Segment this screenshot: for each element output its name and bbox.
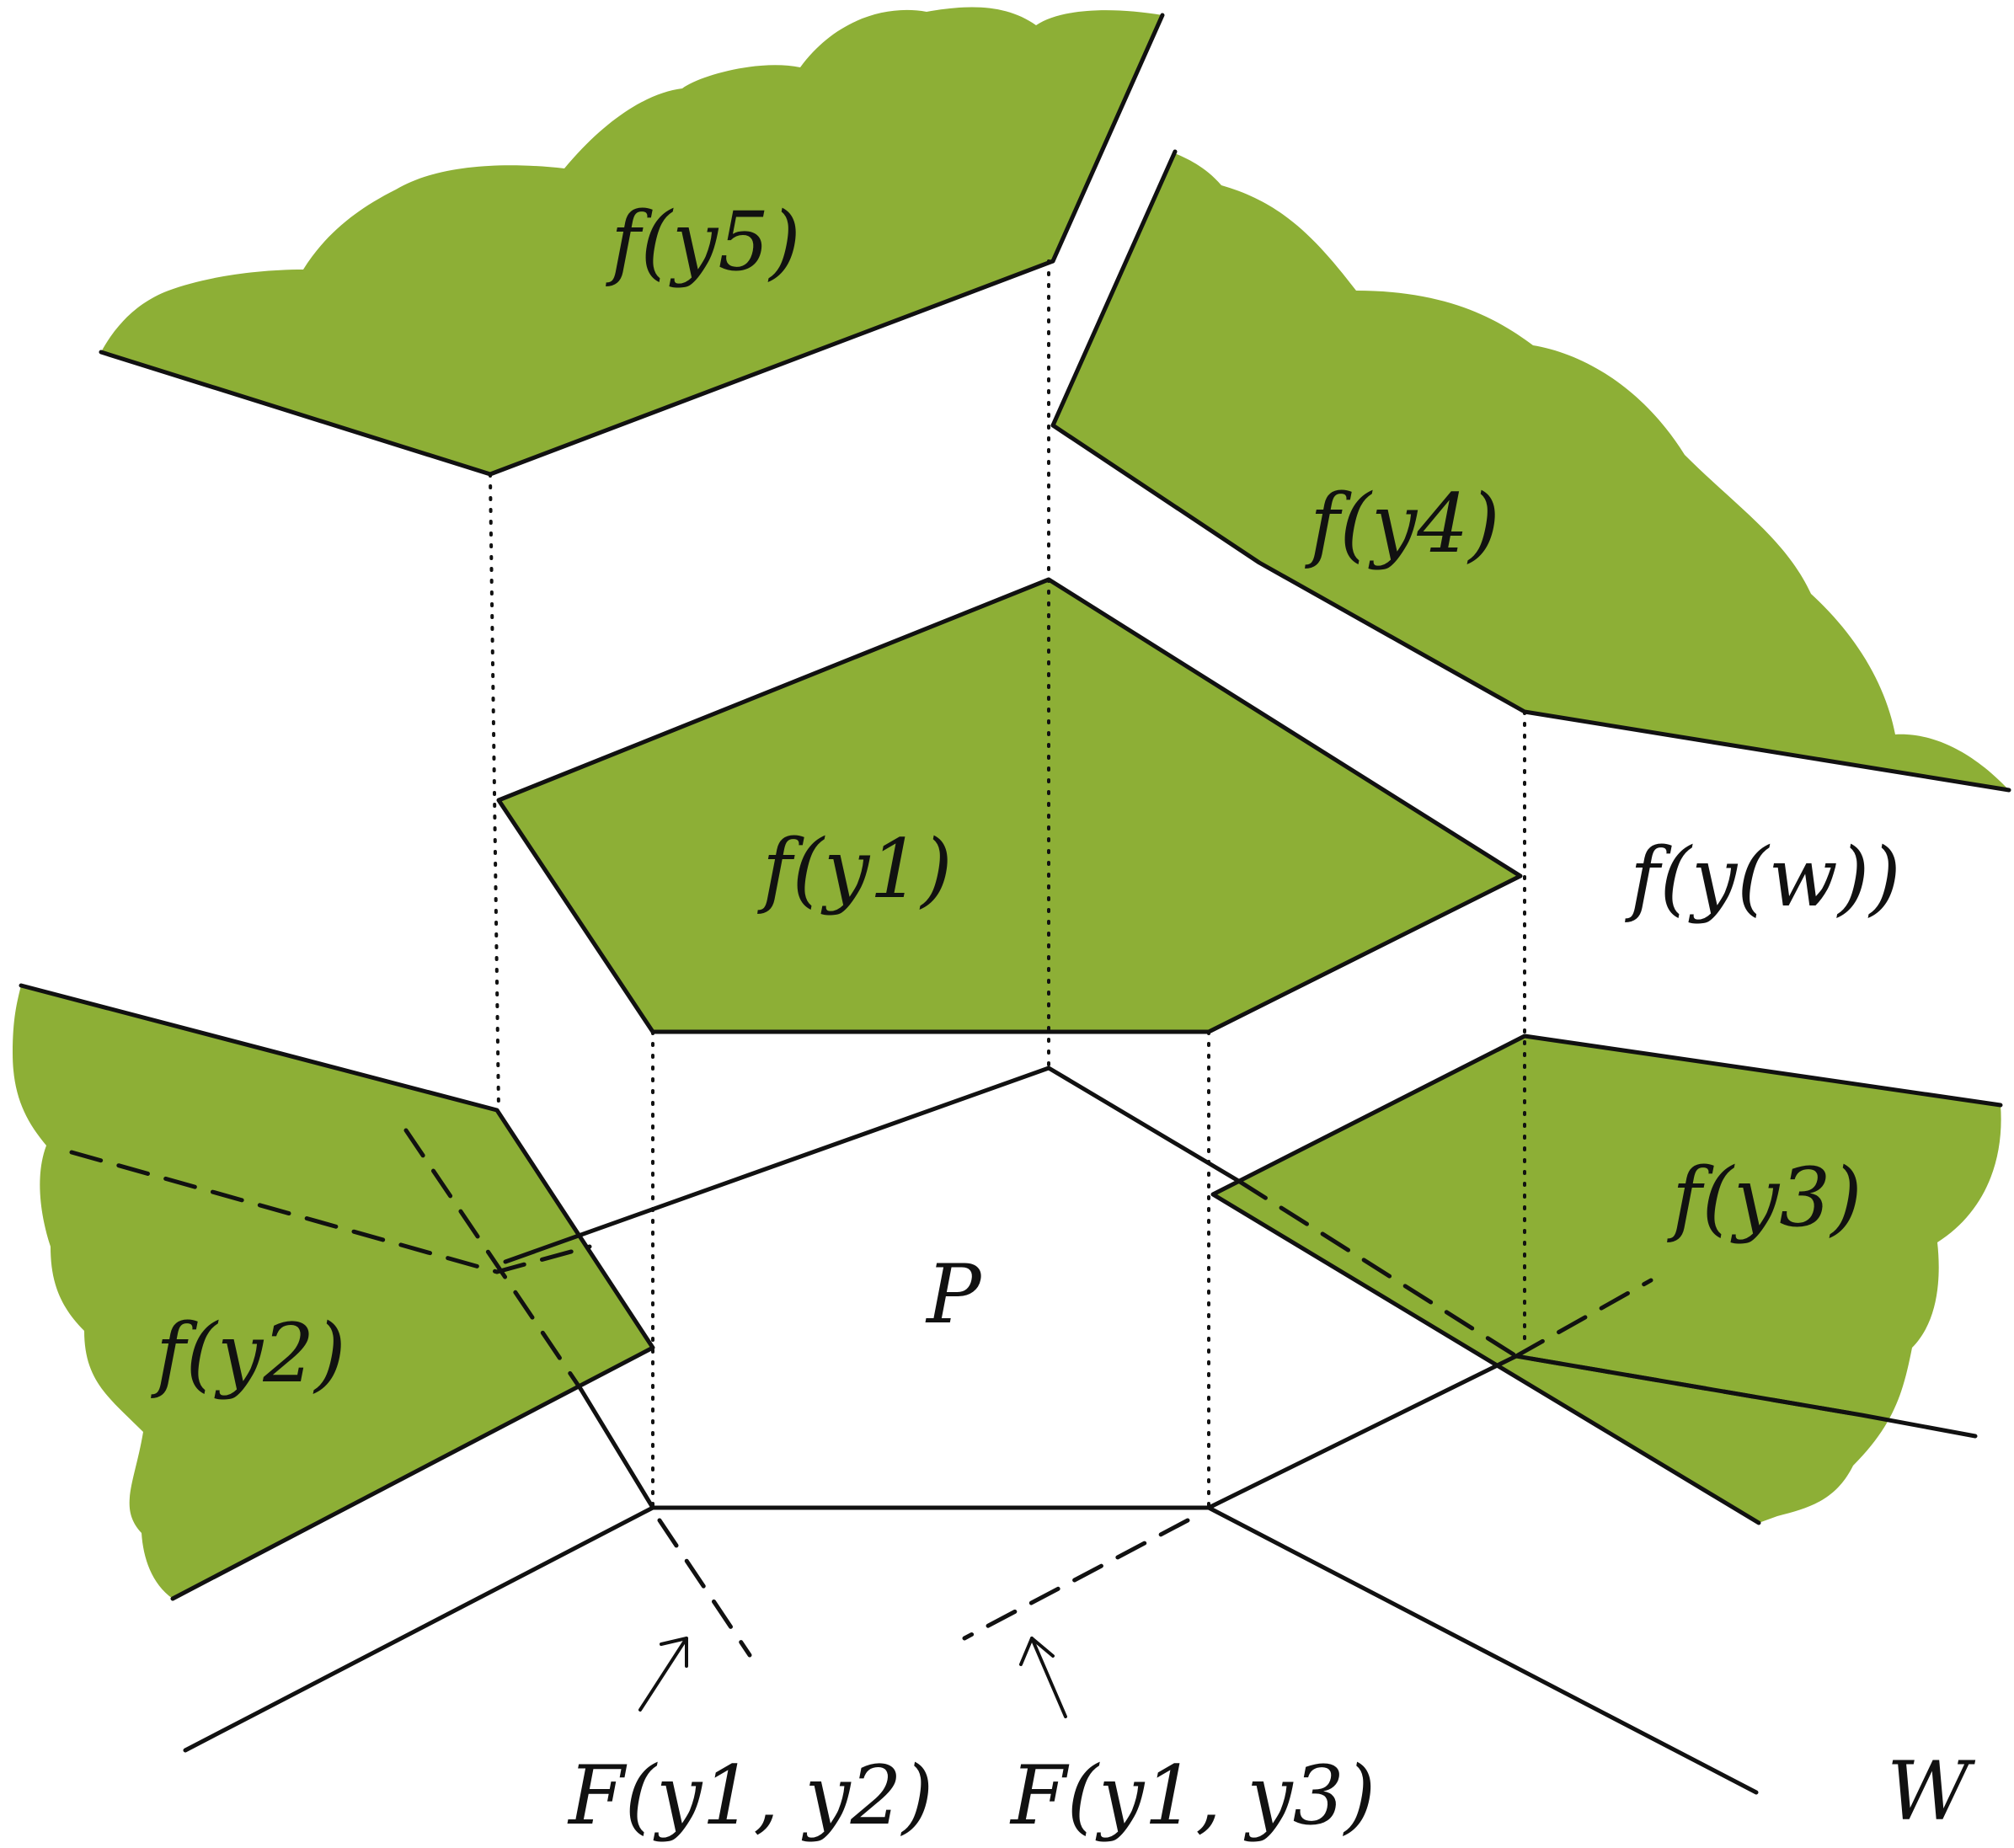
label-f-y-w: f(y(w)) <box>1625 831 1901 925</box>
dashed-line-f-y1-y2 <box>657 1518 752 1658</box>
edge-f-y5-right <box>1050 13 1165 264</box>
dashed-line-f-y1-y3 <box>962 1518 1190 1641</box>
label-W: W <box>1887 1744 1976 1839</box>
dashed-line-right-diagonal <box>1514 1278 1653 1359</box>
edge-p-top <box>503 1066 1242 1264</box>
label-P: P <box>925 1247 982 1342</box>
edge-w-left <box>183 1387 655 1753</box>
edge-f-y3-outline <box>1210 1033 2003 1525</box>
edge-f-y2-top <box>19 983 655 1601</box>
label-f-y4: f(y4) <box>1305 477 1500 571</box>
region-f-y4 <box>1053 152 2009 790</box>
region-f-y1 <box>499 580 1520 1032</box>
label-f-y5: f(y5) <box>606 195 801 289</box>
dashed-line-right-horizontal <box>1237 1179 1864 1418</box>
region-f-y5 <box>101 7 1162 474</box>
region-f-y3 <box>1213 1036 2001 1523</box>
label-F-y1-y2: F(y1, y2) <box>567 1749 933 1843</box>
arrow-F-y1-y2 <box>638 1637 688 1712</box>
label-f-y3: f(y3) <box>1667 1151 1862 1245</box>
region-f-y2 <box>13 985 653 1599</box>
label-F-y1-y3: F(y1, y3) <box>1009 1749 1376 1843</box>
dashed-line-left-diagonal <box>403 1128 584 1392</box>
edge-f-y1-outline <box>496 577 1523 1034</box>
arrow-F-y1-y3 <box>1019 1637 1067 1718</box>
edge-f-y4-bottom <box>1050 423 2011 793</box>
label-f-y2: f(y2) <box>151 1306 346 1401</box>
label-f-y1: f(y1) <box>757 822 953 916</box>
dotted-line-1 <box>489 473 500 1112</box>
dashed-line-left-horizontal <box>69 1150 592 1274</box>
edge-w-right <box>1206 1505 1759 1795</box>
edge-f-y4-left <box>1050 149 1178 428</box>
